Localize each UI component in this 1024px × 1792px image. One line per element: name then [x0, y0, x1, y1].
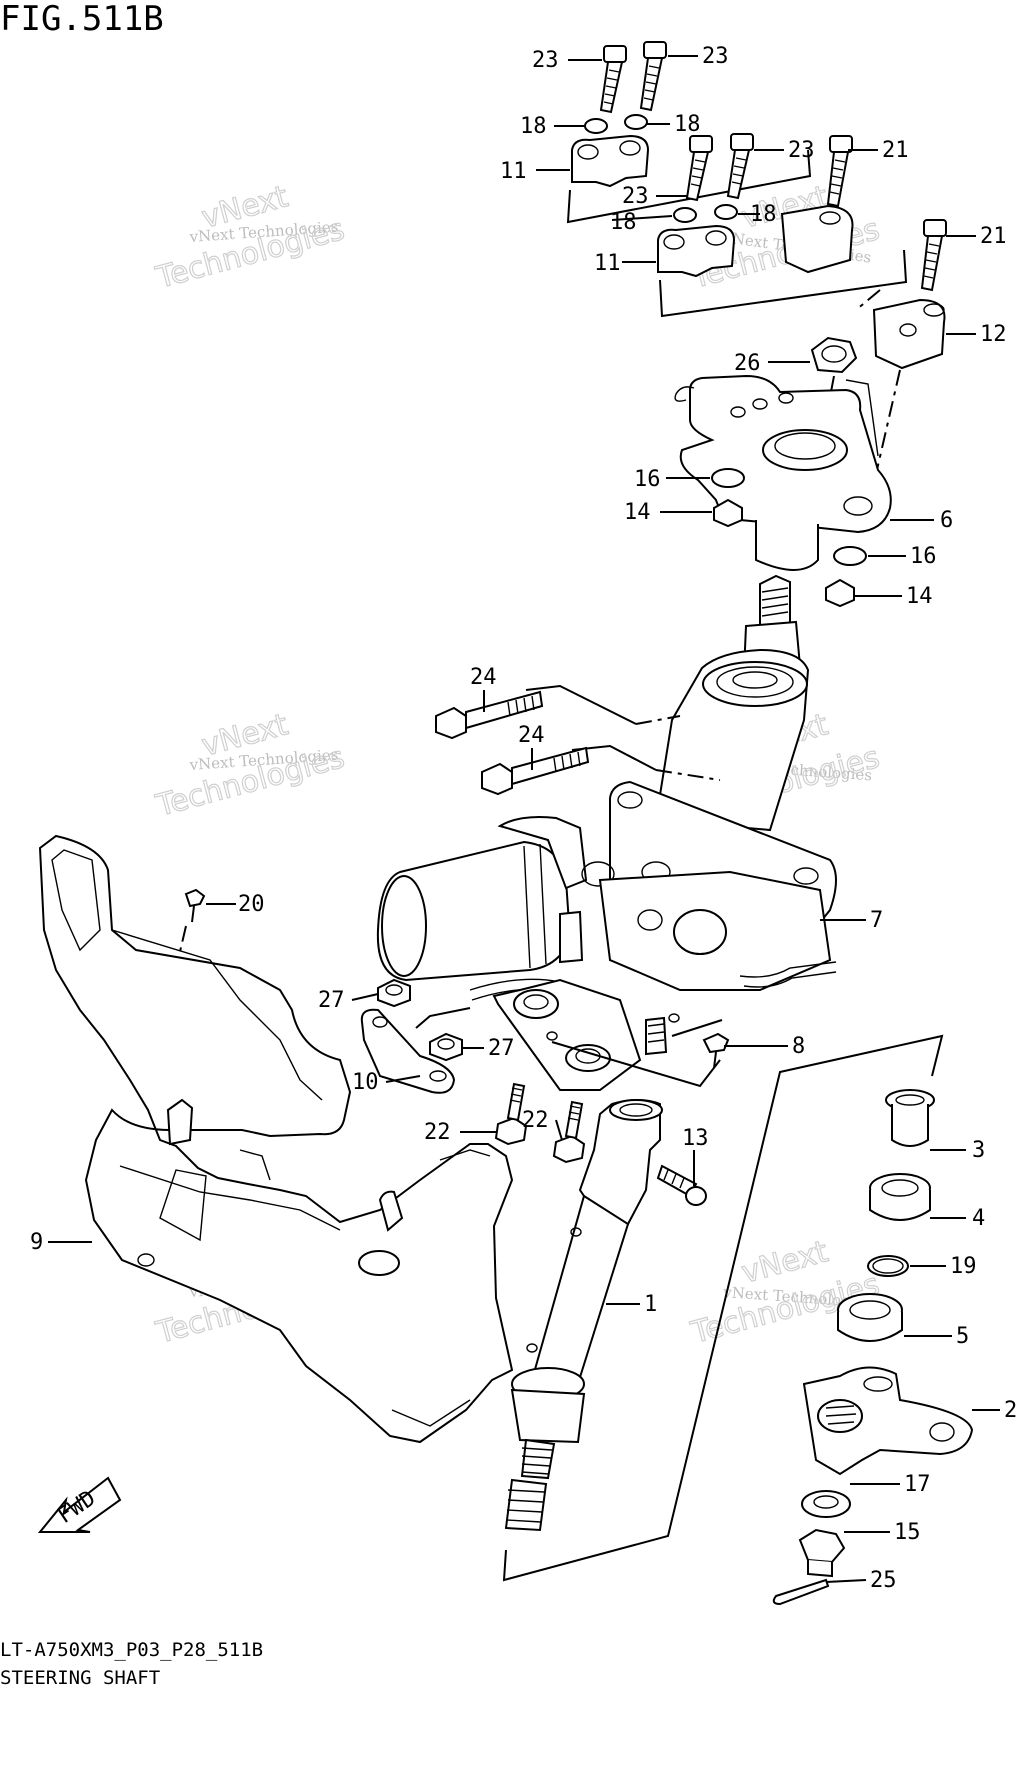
callout-23: 23: [532, 48, 559, 73]
callout-10: 10: [352, 1070, 379, 1095]
bolt-23-upper-right: [639, 41, 667, 112]
bracket-10: [360, 1008, 456, 1094]
washer-17: [801, 1490, 851, 1518]
callout-24: 24: [470, 665, 497, 690]
bolt-23-middle-right: [726, 133, 754, 200]
callout-21: 21: [882, 138, 909, 163]
upper-clamp-11-b: [657, 224, 736, 278]
callout-7: 7: [870, 908, 883, 933]
callout-11: 11: [594, 251, 621, 276]
callout-27: 27: [318, 988, 345, 1013]
callout-16: 16: [634, 467, 661, 492]
steering-shaft-1: [504, 1099, 663, 1532]
handlebar-holder-6: [674, 374, 892, 571]
drawing-name: STEERING SHAFT: [0, 1667, 160, 1689]
nut-14-left: [713, 498, 743, 528]
bolt-22-left: [494, 1082, 528, 1146]
lower-holder-left: [780, 204, 854, 274]
callout-12: 12: [980, 322, 1007, 347]
callout-14: 14: [624, 500, 651, 525]
callout-23: 23: [622, 184, 649, 209]
bolt-24-lower: [481, 746, 590, 796]
callout-19: 19: [950, 1254, 977, 1279]
seal-4: [869, 1173, 931, 1221]
callout-21: 21: [980, 224, 1007, 249]
upper-clamp-11-a: [571, 134, 650, 188]
callout-27: 27: [488, 1036, 515, 1061]
callout-22: 22: [522, 1108, 549, 1133]
nut-14-right: [825, 578, 855, 608]
fwd-arrow-icon: FWD: [37, 1476, 122, 1533]
callout-4: 4: [972, 1206, 985, 1231]
under-cover-9: [38, 834, 514, 1444]
bolt-13: [656, 1164, 707, 1206]
callout-18: 18: [610, 210, 637, 235]
bolt-23-middle-left: [685, 135, 713, 202]
eps-unit-7: [376, 574, 837, 1091]
callout-23: 23: [788, 138, 815, 163]
cotter-pin-25: [772, 1578, 830, 1606]
bolt-24-upper: [435, 690, 544, 740]
washer-18-d: [714, 204, 738, 220]
figure-title: FIG.511B: [0, 0, 164, 39]
callout-3: 3: [972, 1138, 985, 1163]
washer-18-b: [624, 114, 648, 130]
watermark-1: vNext Technologies vNext Technologies: [151, 179, 348, 297]
nut-15: [798, 1528, 846, 1578]
washer-16-left: [711, 468, 745, 488]
bolt-21-upper: [826, 135, 853, 208]
pitman-arm-2: [802, 1366, 974, 1476]
leader-lines: [48, 55, 1000, 1583]
callout-labels: 23 23 18 18 11 23 21 23 18 18 11 21 12 2…: [30, 44, 1017, 1593]
callout-24: 24: [518, 723, 545, 748]
callout-18: 18: [520, 114, 547, 139]
bolt-22-right: [552, 1100, 586, 1164]
callout-5: 5: [956, 1324, 969, 1349]
washer-16-right: [833, 546, 867, 566]
callout-15: 15: [894, 1520, 921, 1545]
callout-1: 1: [644, 1292, 657, 1317]
callout-11: 11: [500, 159, 527, 184]
callout-26: 26: [734, 351, 761, 376]
callout-25: 25: [870, 1568, 897, 1593]
clip-20: [184, 888, 206, 923]
callout-13: 13: [682, 1126, 709, 1151]
callout-20: 20: [238, 892, 265, 917]
bolt-21-lower: [920, 219, 947, 292]
seal-5: [837, 1293, 903, 1342]
handlebar-clamp-assembly: [566, 41, 947, 501]
screw-8: [702, 1032, 730, 1069]
callout-2: 2: [1004, 1398, 1017, 1423]
drawing-code: LT-A750XM3_P03_P28_511B: [0, 1639, 263, 1661]
washer-18-c: [673, 207, 697, 223]
lower-holder-12: [872, 298, 946, 370]
nut-27-upper: [377, 978, 411, 1008]
callout-9: 9: [30, 1230, 43, 1255]
callout-23: 23: [702, 44, 729, 69]
callout-18: 18: [674, 112, 701, 137]
washer-18-a: [584, 118, 608, 134]
nut-26: [810, 336, 858, 374]
callout-8: 8: [792, 1034, 805, 1059]
watermark-3: vNext Technologies vNext Technologies: [151, 707, 348, 825]
nut-27-lower: [429, 1032, 463, 1062]
callout-16: 16: [910, 544, 937, 569]
bushing-3: [885, 1089, 935, 1147]
bolt-23-upper-left: [599, 45, 627, 114]
callout-17: 17: [904, 1472, 931, 1497]
callout-18: 18: [750, 202, 777, 227]
callout-14: 14: [906, 584, 933, 609]
callout-6: 6: [940, 508, 953, 533]
callout-22: 22: [424, 1120, 451, 1145]
